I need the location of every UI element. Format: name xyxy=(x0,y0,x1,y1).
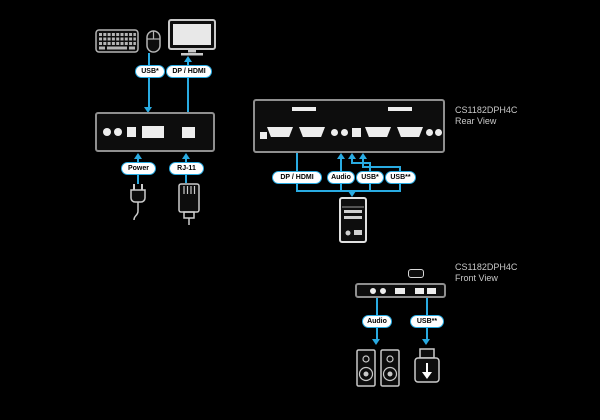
mic-jack-port xyxy=(380,287,386,294)
usb-port xyxy=(127,127,136,137)
kvm-front-panel xyxy=(355,283,446,298)
audio-jack-port xyxy=(331,129,338,136)
monitor-icon xyxy=(168,19,216,56)
cable-rj11-lower xyxy=(185,175,187,183)
usb-console-pill: USB* xyxy=(135,65,165,78)
cable-audio-front-lower xyxy=(376,328,378,340)
arrow-up-icon xyxy=(184,56,192,62)
console-rear-panel xyxy=(95,112,215,152)
usb2-pc-pill: USB** xyxy=(385,171,416,184)
keyboard-icon xyxy=(95,29,139,53)
vent-slit xyxy=(292,107,316,111)
rj11-plug-icon xyxy=(178,183,200,225)
audio-jack-port xyxy=(426,129,433,136)
video-pc-pill: DP / HDMI xyxy=(272,171,322,184)
cable-power xyxy=(137,159,139,162)
rear-view-label: CS1182DPH4C Rear View xyxy=(455,105,517,127)
arrow-up-icon xyxy=(182,153,190,159)
audio-jack-port xyxy=(370,287,376,294)
cable-usb2-front xyxy=(426,298,428,315)
usb-port xyxy=(415,287,424,294)
usb-device-icon xyxy=(414,348,440,383)
cable-usb2-front-lower xyxy=(426,328,428,340)
computer-tower-icon xyxy=(339,197,367,243)
grounding-terminal xyxy=(260,132,267,139)
cable-usb2-pc-drop xyxy=(399,166,401,171)
front-panel-button-icon xyxy=(408,269,424,278)
arrow-up-icon xyxy=(134,153,142,159)
dp-hdmi-port xyxy=(397,127,423,137)
audio-front-pill: Audio xyxy=(362,315,392,328)
rear-view-label-line2: Rear View xyxy=(455,116,497,126)
cable-audio-pc xyxy=(340,159,342,171)
usb-port xyxy=(395,287,405,294)
cable-video-console-lower xyxy=(187,78,189,112)
arrow-down-icon xyxy=(144,107,152,113)
speakers-icon xyxy=(356,349,400,387)
cable-usb-console xyxy=(148,53,150,65)
audio-jack-port xyxy=(341,129,348,136)
cable-to-pc xyxy=(296,184,298,192)
video-console-pill: DP / HDMI xyxy=(166,65,212,78)
dp-hdmi-port xyxy=(267,127,293,137)
arrow-down-icon xyxy=(348,191,356,197)
front-view-label: CS1182DPH4C Front View xyxy=(455,262,517,284)
cable-to-pc xyxy=(340,184,342,192)
usb-port xyxy=(427,287,436,294)
cable-video-console xyxy=(187,62,189,65)
mouse-icon xyxy=(146,30,161,53)
cable-to-pc xyxy=(369,184,371,192)
vent-slit xyxy=(388,107,412,111)
dc-jack-port xyxy=(103,128,111,136)
rear-view-label-line1: CS1182DPH4C xyxy=(455,105,518,115)
cable-usb2-pc xyxy=(362,159,364,168)
power-plug-icon xyxy=(130,184,146,221)
rj11-pill: RJ-11 xyxy=(169,162,204,175)
cable-video-pc xyxy=(296,153,298,171)
cable-usb-pc xyxy=(351,159,353,164)
audio-jack-port xyxy=(114,128,122,136)
usb-pc-pill: USB* xyxy=(356,171,384,184)
arrow-up-icon xyxy=(359,153,367,159)
kvm-rear-panel xyxy=(253,99,445,153)
front-view-label-line1: CS1182DPH4C xyxy=(455,262,518,272)
arrow-up-icon xyxy=(348,153,356,159)
arrow-down-icon xyxy=(422,339,430,345)
cable-usb-console-lower xyxy=(148,78,150,108)
cable-to-pc xyxy=(399,184,401,192)
audio-jack-port xyxy=(435,129,442,136)
audio-pc-pill: Audio xyxy=(327,171,355,184)
cable-usb-pc-jog xyxy=(351,162,371,164)
dp-port xyxy=(142,126,164,138)
cable-usb2-pc-jog xyxy=(362,166,401,168)
cable-audio-front xyxy=(376,298,378,315)
arrow-up-icon xyxy=(337,153,345,159)
rj11-port xyxy=(182,127,195,138)
cable-rj11 xyxy=(185,159,187,162)
dp-hdmi-port xyxy=(365,127,391,137)
usb2-front-pill: USB** xyxy=(410,315,444,328)
arrow-down-icon xyxy=(372,339,380,345)
dp-hdmi-port xyxy=(299,127,325,137)
usb-b-port xyxy=(352,128,361,137)
cable-power-lower xyxy=(137,175,139,184)
power-pill: Power xyxy=(121,162,156,175)
front-view-label-line2: Front View xyxy=(455,273,498,283)
